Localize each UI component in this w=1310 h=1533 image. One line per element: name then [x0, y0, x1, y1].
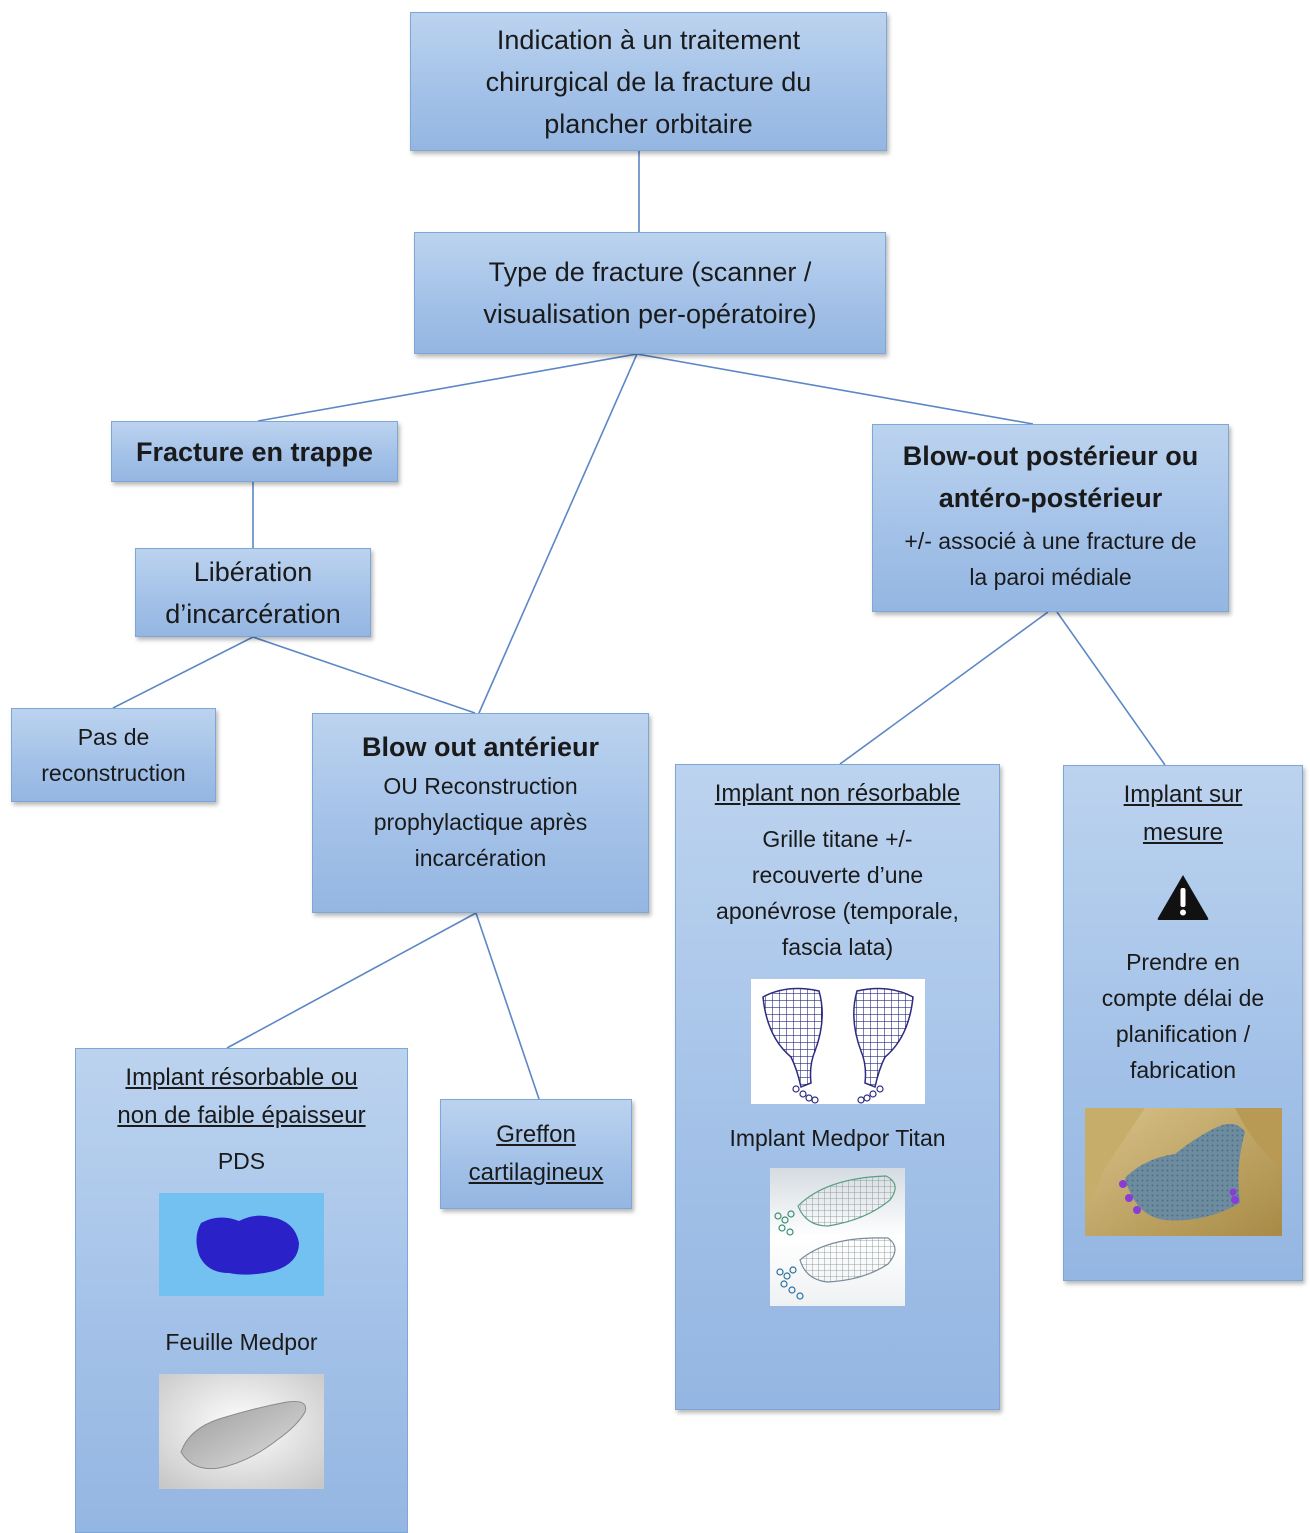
root-line-3: plancher orbitaire — [544, 108, 753, 139]
resorbable-title-2: non de faible épaisseur — [117, 1102, 366, 1129]
node-blow-out-posterieur: Blow-out postérieur ou antéro-postérieur… — [872, 424, 1229, 612]
liberation-line-1: Libération — [193, 556, 313, 587]
warning-icon — [1157, 875, 1209, 920]
non-resorbable-line-2: recouverte d’une — [751, 862, 924, 888]
titanium-mesh-image — [750, 979, 925, 1104]
liberation-line-2: d’incarcération — [165, 598, 341, 629]
medpor-titan-image — [770, 1168, 905, 1306]
node-greffon-cartilagineux: Greffon cartilagineux — [440, 1099, 632, 1209]
medpor-sheet-label: Feuille Medpor — [165, 1329, 318, 1355]
link-liberation-blowout-ant — [252, 636, 476, 714]
resorbable-title-1: Implant résorbable ou — [125, 1064, 358, 1091]
link-ant-greffon — [475, 912, 540, 1100]
link-post-non-resorbable — [839, 611, 1049, 765]
link-liberation-pas — [112, 636, 254, 709]
medpor-sheet-image — [159, 1374, 324, 1489]
blowout-ant-line-1: OU Reconstruction — [383, 773, 578, 799]
link-type-trappe — [257, 353, 638, 422]
pas-line-2: reconstruction — [41, 760, 186, 786]
non-resorbable-line-1: Grille titane +/- — [762, 826, 913, 852]
sur-mesure-line-4: fabrication — [1129, 1057, 1237, 1083]
node-pas-de-reconstruction: Pas de reconstruction — [11, 708, 216, 802]
custom-implant-3d-image — [1084, 1108, 1282, 1236]
node-root-indication: Indication à un traitement chirurgical d… — [410, 12, 887, 151]
type-line-1: Type de fracture (scanner / — [488, 257, 812, 287]
pds-sheet-image — [159, 1193, 324, 1296]
sur-mesure-title-1: Implant sur — [1123, 781, 1243, 808]
pas-line-1: Pas de — [77, 724, 150, 750]
root-line-2: chirurgical de la fracture du — [485, 66, 812, 97]
trappe-title: Fracture en trappe — [135, 436, 374, 467]
blowout-ant-title: Blow out antérieur — [361, 732, 599, 762]
type-line-2: visualisation per-opératoire) — [483, 299, 817, 329]
node-blow-out-anterieur: Blow out antérieur OU Reconstruction pro… — [312, 713, 649, 913]
node-fracture-type: Type de fracture (scanner / visualisatio… — [414, 232, 886, 354]
node-implant-non-resorbable: Implant non résorbable Grille titane +/-… — [675, 764, 1000, 1410]
node-fracture-trappe: Fracture en trappe — [111, 421, 398, 482]
blowout-post-line-2: la paroi médiale — [969, 564, 1132, 590]
root-line-1: Indication à un traitement — [496, 24, 801, 55]
sur-mesure-line-3: planification / — [1115, 1021, 1251, 1047]
greffon-title-1: Greffon — [496, 1121, 576, 1148]
non-resorbable-line-4: fascia lata) — [781, 934, 894, 960]
non-resorbable-title: Implant non résorbable — [714, 780, 961, 807]
blowout-ant-line-2: prophylactique après — [373, 809, 588, 835]
non-resorbable-line-3: aponévrose (temporale, — [716, 898, 959, 924]
blowout-post-line-1: +/- associé à une fracture de — [904, 528, 1197, 554]
pds-label: PDS — [217, 1148, 266, 1174]
node-implant-sur-mesure: Implant sur mesure Prendre en compte dél… — [1063, 765, 1303, 1281]
greffon-title-2: cartilagineux — [468, 1159, 604, 1186]
node-liberation-incarceration: Libération d’incarcération — [135, 548, 371, 637]
medpor-titan-label: Implant Medpor Titan — [729, 1125, 946, 1151]
sur-mesure-title-2: mesure — [1142, 819, 1224, 846]
link-ant-resorbable — [226, 912, 477, 1049]
link-type-blowout-ant — [478, 353, 638, 714]
sur-mesure-line-1: Prendre en — [1126, 949, 1240, 975]
link-type-blowout-post — [636, 353, 1034, 425]
node-implant-resorbable: Implant résorbable ou non de faible épai… — [75, 1048, 408, 1533]
blowout-post-title-2: antéro-postérieur — [938, 483, 1163, 513]
blowout-ant-line-3: incarcération — [414, 845, 547, 871]
blowout-post-title-1: Blow-out postérieur ou — [902, 441, 1199, 471]
sur-mesure-line-2: compte délai de — [1101, 985, 1265, 1011]
link-post-sur-mesure — [1056, 611, 1166, 766]
